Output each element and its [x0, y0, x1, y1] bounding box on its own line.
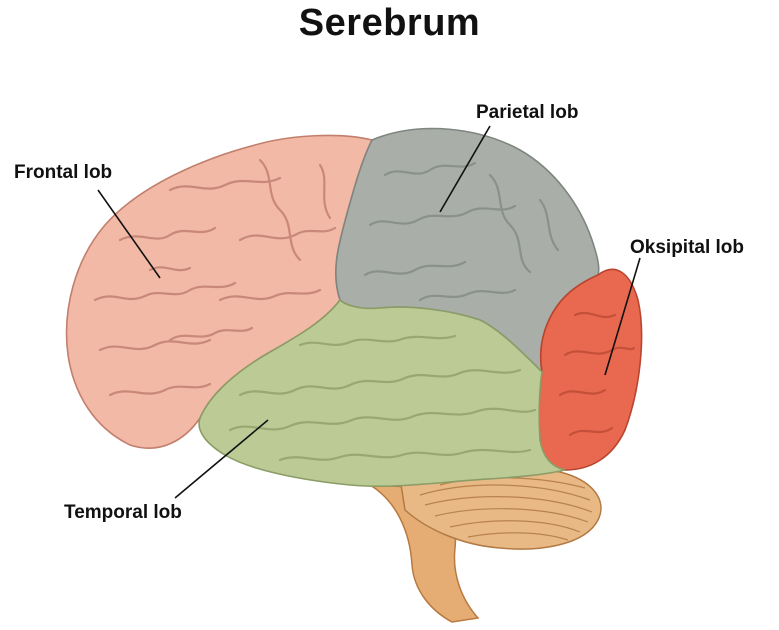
parietal-label: Parietal lob: [476, 102, 578, 123]
frontal-label: Frontal lob: [14, 162, 112, 183]
occipital-label: Oksipital lob: [630, 237, 744, 258]
temporal-label: Temporal lob: [64, 502, 182, 523]
